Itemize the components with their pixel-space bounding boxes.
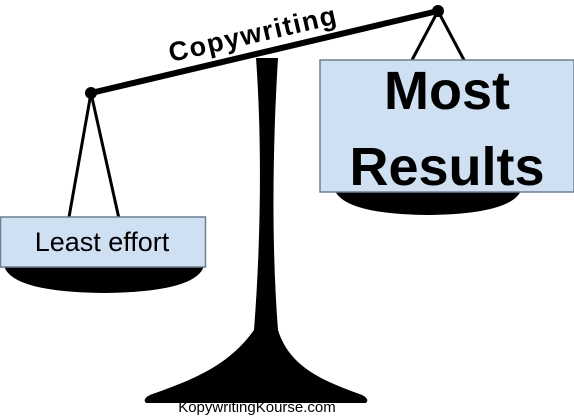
right-pan-label-line2: Results: [349, 137, 544, 197]
scale-stand: [144, 58, 368, 403]
footer-site-name: KopywritingKourse.com: [178, 399, 336, 416]
right-pan-label-line1: Most: [384, 61, 510, 121]
right-pan-dish: [334, 188, 522, 215]
left-pan-label: Least effort: [35, 227, 170, 257]
right-pan-box: [319, 59, 574, 193]
left-pan-box: [0, 216, 207, 268]
beam-label: Copywriting: [166, 0, 341, 68]
right-pan-string-outer: [410, 10, 440, 61]
scale-beam: [88, 8, 441, 96]
left-pan-dish: [4, 266, 204, 293]
right-pan-string-inner: [436, 10, 466, 61]
